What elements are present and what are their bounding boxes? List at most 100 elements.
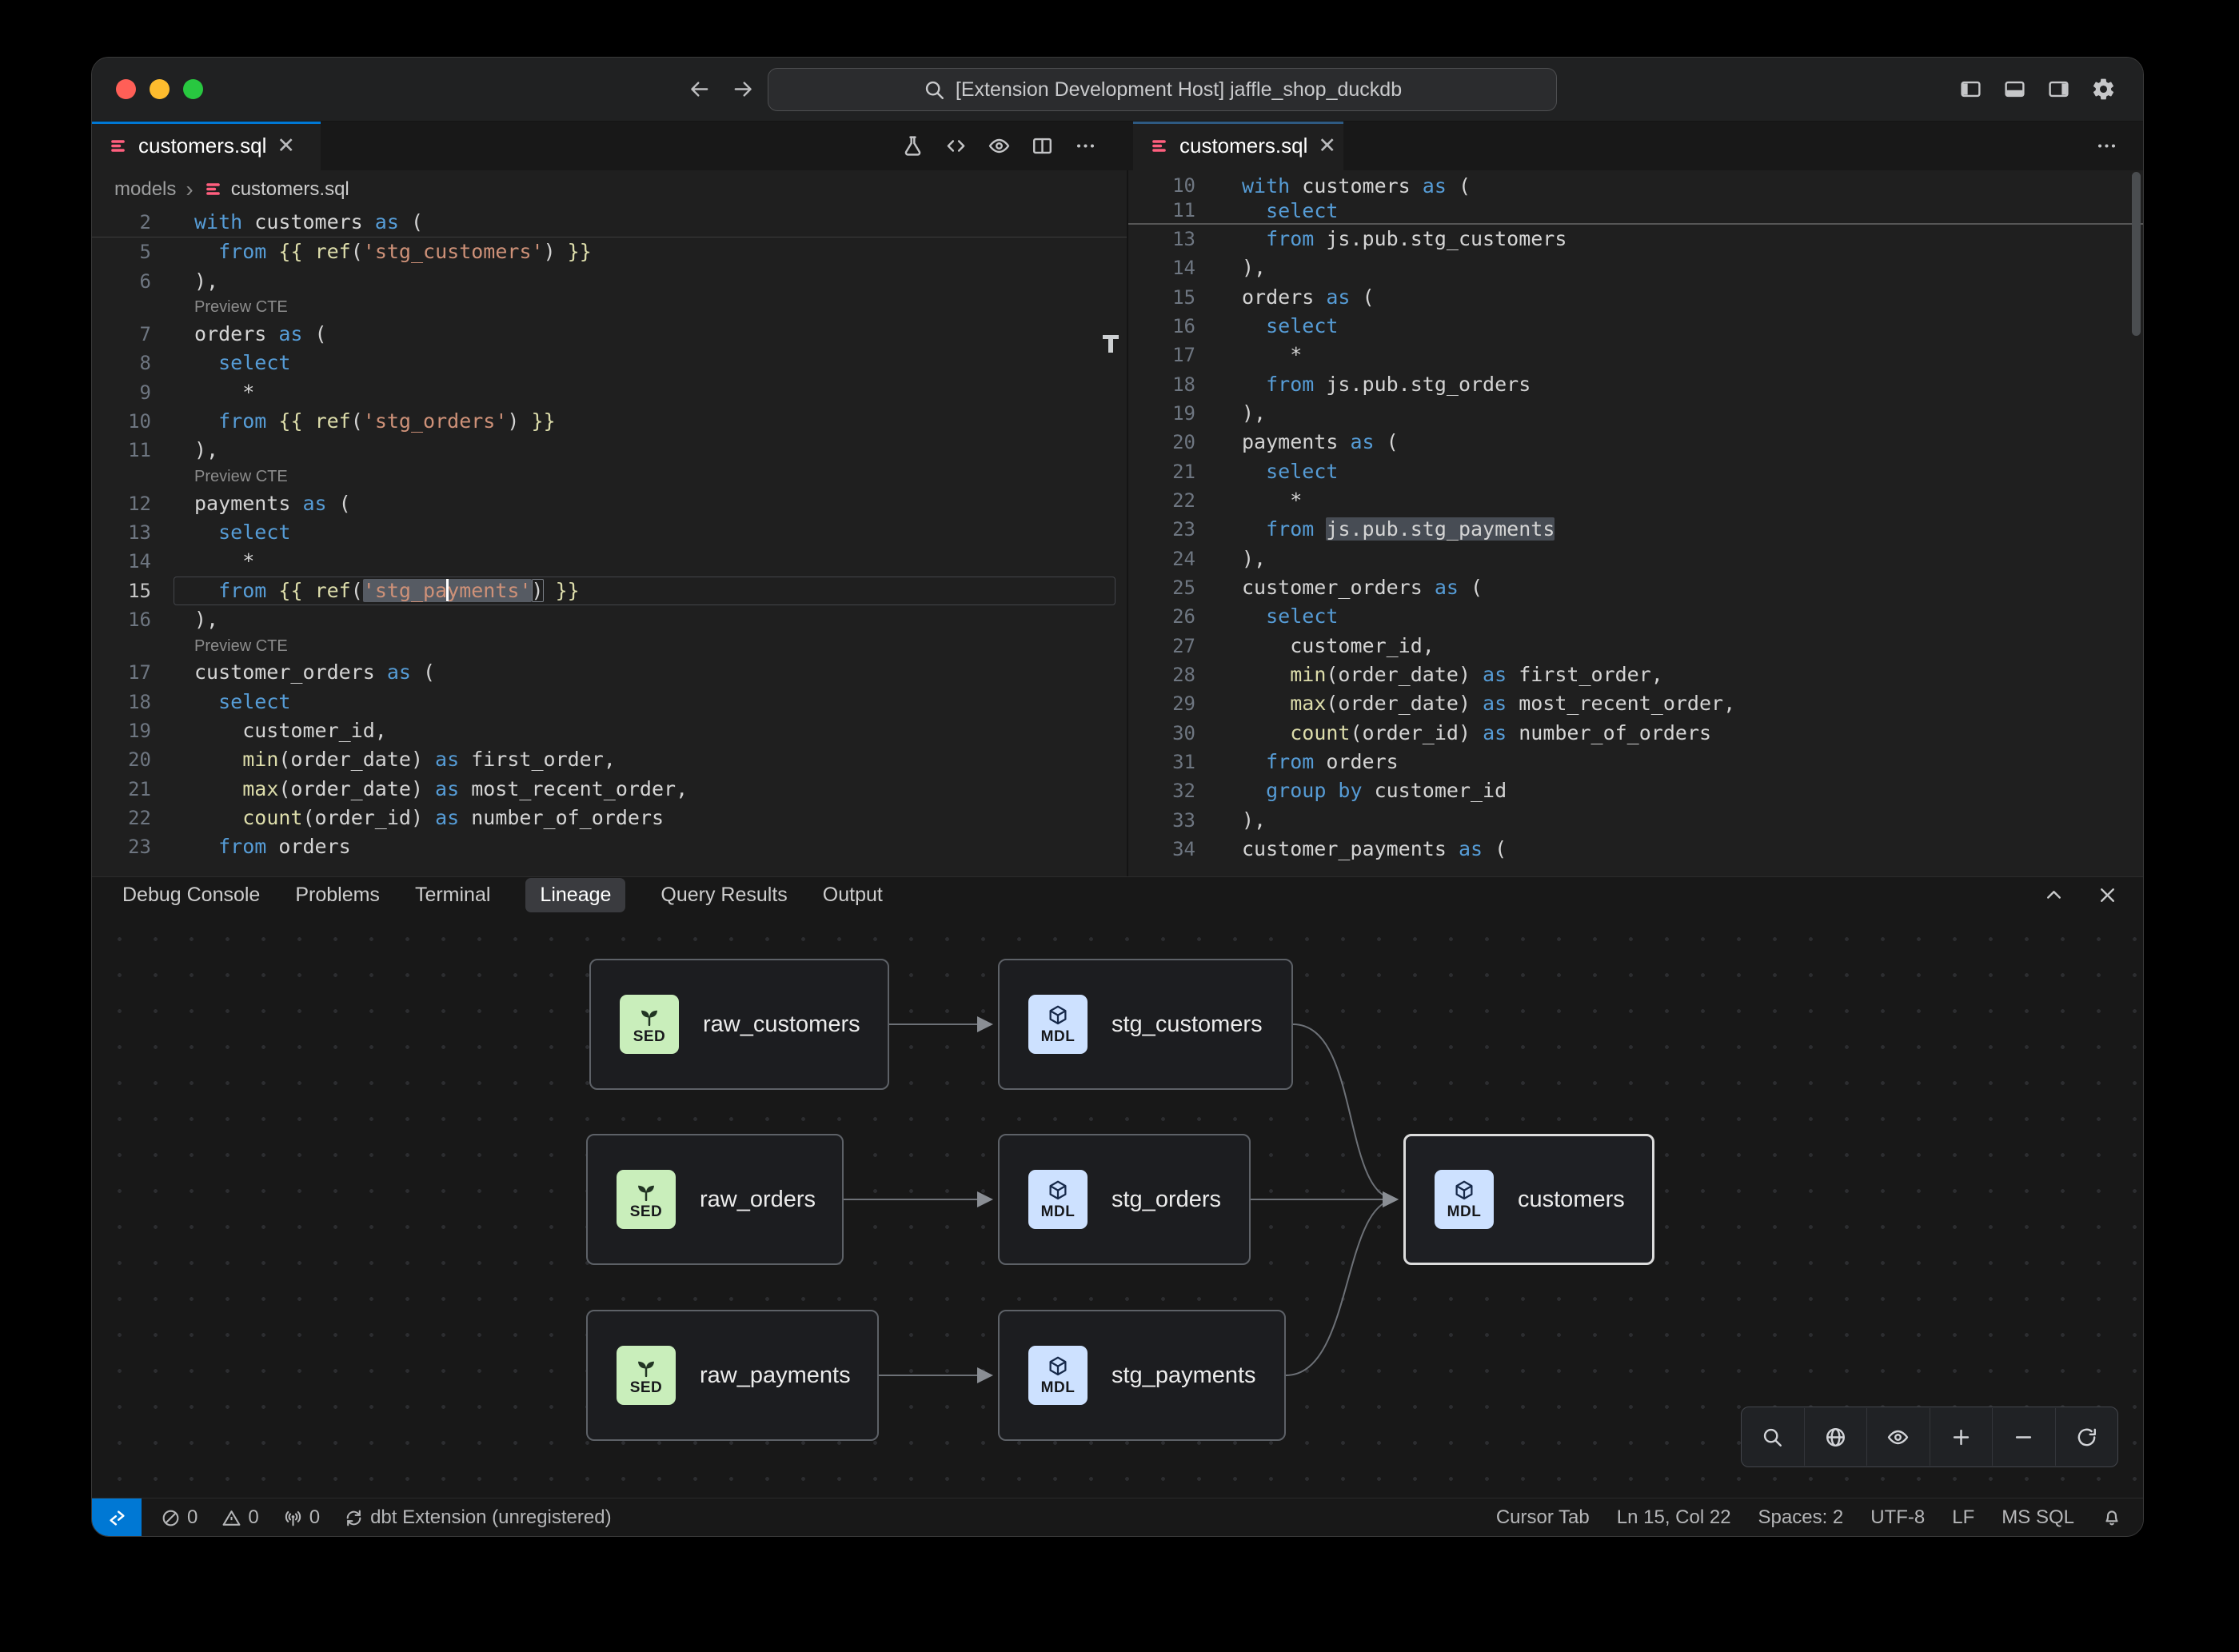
status-item-spaces-2[interactable]: Spaces: 2 [1758, 1506, 1844, 1529]
tab-customers-sql-left[interactable]: customers.sql ✕ [92, 122, 321, 170]
eye-button[interactable] [1866, 1408, 1930, 1466]
code-line-5[interactable]: 5 from {{ ref('stg_customers') }} [92, 237, 1127, 266]
close-icon[interactable] [2096, 884, 2119, 907]
panel-tab-terminal[interactable]: Terminal [414, 884, 491, 906]
breadcrumb-file[interactable]: customers.sql [230, 178, 349, 200]
status-item-lf[interactable]: LF [1952, 1506, 1974, 1529]
remote-indicator[interactable] [92, 1498, 142, 1536]
breadcrumb-folder[interactable]: models [114, 178, 177, 200]
more-icon[interactable] [1074, 134, 1097, 158]
vertical-scrollbar[interactable] [2132, 172, 2141, 336]
chevron-up-icon[interactable] [2042, 884, 2065, 907]
code-icon[interactable] [944, 134, 968, 158]
codelens-preview-cte[interactable]: Preview CTE [194, 468, 288, 486]
codelens-preview-cte[interactable]: Preview CTE [194, 636, 288, 655]
code-line-20[interactable]: 20 min(order_date) as first_order, [92, 745, 1127, 774]
split-editor-icon[interactable] [1031, 134, 1054, 158]
code-line-28[interactable]: 28 min(order_date) as first_order, [1128, 660, 2143, 689]
editor-split-sash[interactable] [1127, 170, 1128, 876]
code-line-13[interactable]: 13 select [92, 518, 1127, 547]
minimize-window-button[interactable] [150, 79, 170, 99]
code-line-31[interactable]: 31 from orders [1128, 748, 2143, 776]
code-line-8[interactable]: 8 select [92, 349, 1127, 377]
code-line-29[interactable]: 29 max(order_date) as most_recent_order, [1128, 689, 2143, 718]
code-line-32[interactable]: 32 group by customer_id [1128, 776, 2143, 805]
panel-tab-query-results[interactable]: Query Results [661, 884, 788, 906]
code-line-33[interactable]: 33), [1128, 806, 2143, 835]
code-line-22[interactable]: 22 * [1128, 486, 2143, 515]
status-item-0[interactable]: 0 [161, 1506, 198, 1529]
layout-sidebar-left-icon[interactable] [1959, 78, 1982, 101]
eye-icon[interactable] [988, 134, 1011, 158]
code-line-21[interactable]: 21 select [1128, 457, 2143, 486]
code-line-19[interactable]: 19), [1128, 399, 2143, 428]
back-icon[interactable] [688, 78, 711, 101]
codelens-preview-cte[interactable]: Preview CTE [194, 298, 288, 317]
code-line-30[interactable]: 30 count(order_id) as number_of_orders [1128, 719, 2143, 748]
zoom-in-button[interactable] [1929, 1408, 1993, 1466]
code-line-18[interactable]: 18 select [92, 688, 1127, 716]
code-line-9[interactable]: 9 * [92, 378, 1127, 407]
panel-tab-lineage[interactable]: Lineage [525, 878, 626, 912]
close-window-button[interactable] [116, 79, 136, 99]
status-item-bell[interactable] [2101, 1507, 2122, 1528]
zoom-window-button[interactable] [183, 79, 203, 99]
panel-tab-problems[interactable]: Problems [295, 884, 380, 906]
code-line-27[interactable]: 27 customer_id, [1128, 632, 2143, 660]
code-line-11[interactable]: 11 select [1128, 198, 2143, 223]
code-line-16[interactable]: 16), [92, 605, 1127, 634]
panel-tab-output[interactable]: Output [822, 884, 883, 906]
code-line-16[interactable]: 16 select [1128, 312, 2143, 341]
code-line-13[interactable]: 13 from js.pub.stg_customers [1128, 225, 2143, 253]
command-center-search[interactable]: [Extension Development Host] jaffle_shop… [768, 68, 1557, 111]
flask-icon[interactable] [901, 134, 924, 158]
search-button[interactable] [1742, 1408, 1804, 1466]
code-line-10[interactable]: 10 from {{ ref('stg_orders') }} [92, 407, 1127, 436]
refresh-button[interactable] [2054, 1408, 2118, 1466]
status-item-0[interactable]: 0 [222, 1506, 259, 1529]
status-item-cursor-tab[interactable]: Cursor Tab [1496, 1506, 1590, 1529]
status-item-dbt-extension-unregistered[interactable]: dbt Extension (unregistered) [344, 1506, 612, 1529]
status-item-utf-8[interactable]: UTF-8 [1870, 1506, 1925, 1529]
forward-icon[interactable] [732, 78, 755, 101]
code-line-18[interactable]: 18 from js.pub.stg_orders [1128, 370, 2143, 399]
code-line-15[interactable]: 15 from {{ ref('stg_payments') }} [92, 576, 1127, 606]
breadcrumb[interactable]: models › customers.sql [92, 170, 1127, 208]
code-line-6[interactable]: 6), [92, 267, 1127, 296]
code-line-22[interactable]: 22 count(order_id) as number_of_orders [92, 804, 1127, 832]
code-line-23[interactable]: 23 from orders [92, 832, 1127, 861]
close-tab-icon[interactable]: ✕ [1318, 134, 1337, 158]
tab-customers-sql-right[interactable]: customers.sql ✕ [1133, 122, 1343, 170]
close-tab-icon[interactable]: ✕ [277, 134, 296, 158]
code-line-21[interactable]: 21 max(order_date) as most_recent_order, [92, 775, 1127, 804]
code-line-24[interactable]: 24), [1128, 545, 2143, 573]
code-line-14[interactable]: 14 * [92, 547, 1127, 576]
code-line-23[interactable]: 23 from js.pub.stg_payments [1128, 515, 2143, 544]
code-line-17[interactable]: 17 * [1128, 341, 2143, 369]
code-line-14[interactable]: 14), [1128, 253, 2143, 282]
globe-button[interactable] [1803, 1408, 1867, 1466]
status-item-ln-15-col-22[interactable]: Ln 15, Col 22 [1617, 1506, 1731, 1529]
more-icon[interactable] [2095, 134, 2118, 158]
code-line-26[interactable]: 26 select [1128, 602, 2143, 631]
status-item-ms-sql[interactable]: MS SQL [2002, 1506, 2074, 1529]
zoom-out-button[interactable] [1992, 1408, 2055, 1466]
layout-panel-bottom-icon[interactable] [2003, 78, 2026, 101]
panel-tab-debug-console[interactable]: Debug Console [122, 884, 261, 906]
